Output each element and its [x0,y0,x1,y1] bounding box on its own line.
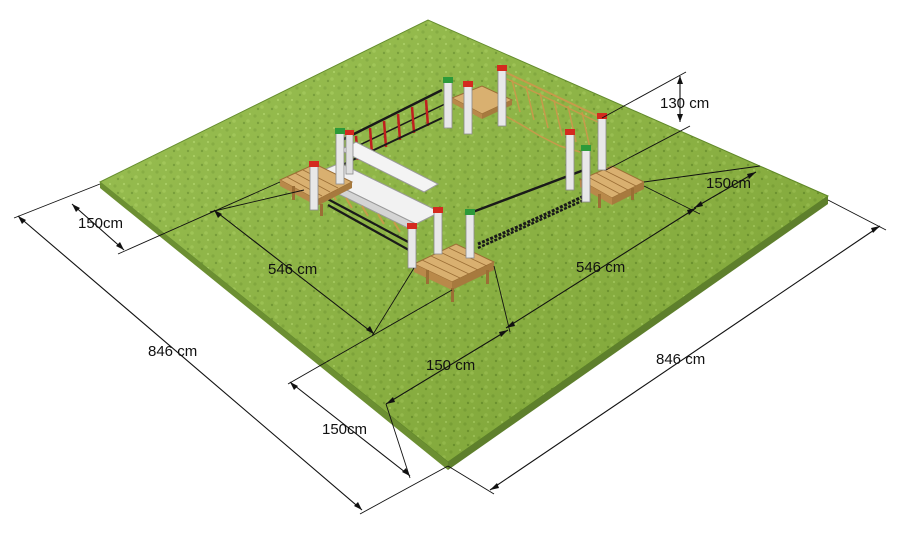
dimension-labels: 130 cm 150cm 150cm 546 cm 546 cm 846 cm … [78,95,751,438]
chain-bridge-right [469,168,585,250]
post [497,65,507,127]
post [407,223,417,269]
post [597,113,607,171]
grass-ground [99,19,830,470]
dim-label-platform-front-inner: 150 cm [426,357,475,374]
posts [309,65,607,269]
dim-label-span-right: 546 cm [576,259,625,276]
post [565,129,575,191]
post [345,130,354,175]
post [433,207,443,255]
dim-label-platform-right: 150cm [706,175,751,192]
dim-label-platform-left: 150cm [78,215,123,232]
dimension-lines [13,71,887,515]
dim-label-total-left: 846 cm [148,343,197,360]
post [335,128,345,185]
post [309,161,319,211]
post [463,81,473,135]
dim-label-platform-front-outer: 150cm [322,421,367,438]
post [443,77,453,129]
post [465,209,475,259]
post [581,145,591,203]
dim-label-total-right: 846 cm [656,351,705,368]
dim-label-height-top: 130 cm [660,95,709,112]
dim-label-span-left: 546 cm [268,261,317,278]
